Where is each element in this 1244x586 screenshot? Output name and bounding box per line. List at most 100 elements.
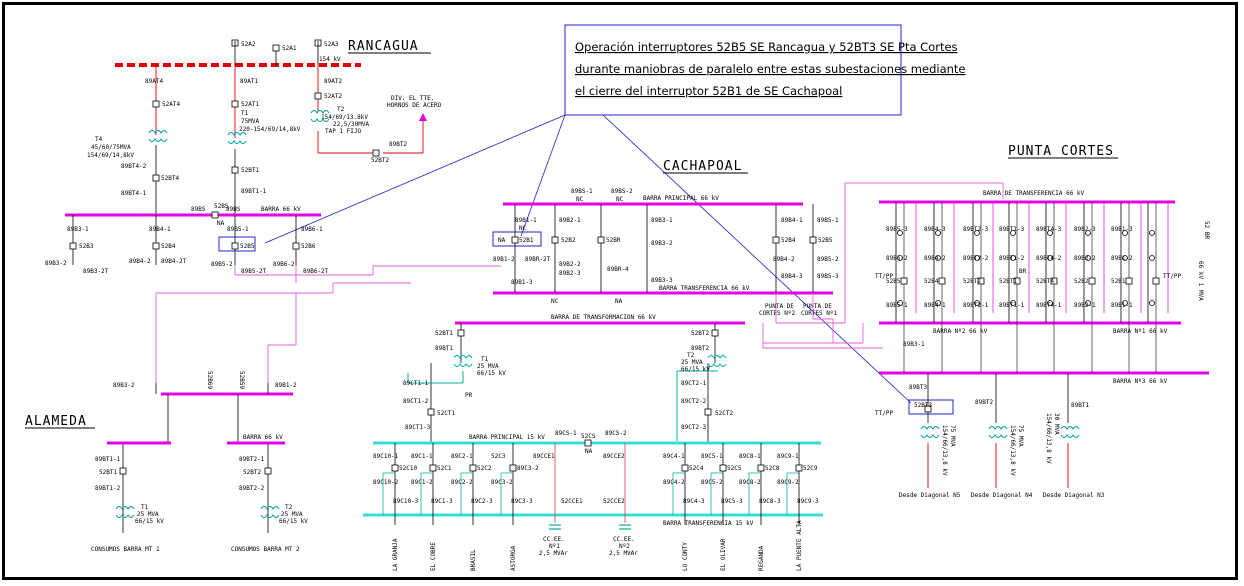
rancagua-89b3-1: 89B3-1 — [67, 226, 89, 233]
alameda-52b69: 52B69 — [206, 371, 213, 389]
ct-symbol — [935, 300, 941, 306]
breaker-box — [1125, 277, 1133, 285]
cachapoal-89ct1-1: 89CT1-1 — [403, 380, 429, 387]
bay-switch-label: 89B5-2 — [886, 255, 908, 262]
bay-switch-label: 89B5-3 — [886, 226, 908, 233]
alameda-t2-mva: 25 MVA — [281, 511, 303, 518]
rancagua-div-label-2: HORNOS DE ACERO — [387, 102, 442, 109]
cachapoal-t2-mva: 25 MVA — [681, 359, 703, 366]
cachapoal-t2-kv: 66/15 kV — [681, 366, 710, 373]
feeder-switch-label: 89C2-2 — [451, 479, 473, 486]
ct-symbol — [1085, 255, 1091, 261]
cachapoal-substation: BARRA PRINCIPAL 66 kV BARRA TRANSFERENCI… — [363, 182, 1004, 571]
station-title-punta-cortes: PUNTA CORTES — [1008, 144, 1114, 159]
rancagua-52b4: 52B4 — [161, 243, 176, 250]
highlight-52bt3-punta — [908, 399, 954, 415]
cachapoal-89b3-1: 89B3-1 — [651, 217, 673, 224]
cachapoal-t1-kv: 66/15 kV — [477, 370, 506, 377]
rancagua-89b4-2t: 89B4-2T — [161, 258, 187, 265]
breaker-box — [1050, 277, 1058, 285]
breaker-box — [795, 464, 803, 472]
cachapoal-na: NA — [498, 237, 506, 244]
bay-switch-label: 89BT4-2 — [1036, 255, 1062, 262]
alameda-substation: 89B3-2 52B69 52B59 89B1-2 BARRA 66 kV 89… — [91, 371, 308, 553]
cachapoal-pc1-1: PUNTA DE — [803, 303, 832, 310]
cachapoal-89b2-2: 89B2-2 — [559, 261, 581, 268]
cachapoal-89b3-3: 89B3-3 — [651, 277, 673, 284]
punta-side-52br: 52 BR — [1203, 221, 1210, 239]
punta-br-label: BR — [1019, 268, 1027, 275]
cachapoal-52b5: 52B5 — [818, 237, 833, 244]
breaker-box — [509, 464, 517, 472]
cachapoal-nc-2: NC — [616, 196, 624, 203]
rancagua-52bt1: 52BT1 — [241, 167, 259, 174]
ct-symbol — [1010, 300, 1016, 306]
ct-symbol — [1122, 230, 1128, 236]
highlight-52b1-cachapoal — [492, 231, 542, 247]
rancagua-52bt2: 52BT2 — [371, 157, 389, 164]
feeder-breaker-label: 89C3-2 — [517, 465, 539, 472]
rancagua-52bt4: 52BT4 — [161, 175, 179, 182]
breaker-box — [469, 464, 477, 472]
rancagua-89at2: 89AT2 — [324, 78, 342, 85]
cachapoal-t1-mva: 25 MVA — [477, 363, 499, 370]
ct-symbol — [1122, 255, 1128, 261]
alameda-t2-kv: 66/15 kV — [279, 518, 308, 525]
alameda-52bt2: 52BT2 — [243, 469, 261, 476]
punta-xfmr2-mva: 75 MVA — [1017, 425, 1024, 447]
punta-xfmr3-kv: 154/66/13,8 kV — [941, 425, 948, 476]
bay-breaker-label: 52B1 — [1111, 278, 1126, 285]
rancagua-t4-kv: 154/69/14,8kV — [87, 152, 134, 159]
bay-switch-label: 89B2-2 — [1074, 255, 1096, 262]
rancagua-89b6-2t: 89B6-2T — [303, 268, 329, 275]
switch-52a1: 52A1 — [282, 45, 297, 52]
cachapoal-barra-transferencia-15-label: BARRA TRANSFERENCIA 15 kV — [663, 520, 754, 527]
bay-breaker-label: 52BT1 — [999, 278, 1017, 285]
feeder-switch-label: 89CCE1 — [533, 453, 555, 460]
punta-labels: 89B5-389B5-252B589B5-189B4-389B4-252B489… — [886, 226, 1133, 309]
cachapoal-89b4-3: 89B4-3 — [781, 273, 803, 280]
note-pointer-lines — [264, 114, 912, 404]
feeder-switch-label: 89C5-2 — [701, 479, 723, 486]
feeder-switch-label: 89C4-2 — [663, 479, 685, 486]
ct-symbol — [1010, 230, 1016, 236]
rancagua-89bt4-1: 89BT4-1 — [121, 190, 147, 197]
cachapoal-89b4-2: 89B4-2 — [773, 256, 795, 263]
cachapoal-52b1: 52B1 — [519, 237, 534, 244]
feeder-switch-label: 89C2-3 — [471, 498, 493, 505]
alameda-t1-mva: 25 MVA — [137, 511, 159, 518]
cachapoal-89ct2-2: 89CT2-2 — [681, 398, 707, 405]
feeder-switch-label: 89C1-3 — [431, 498, 453, 505]
bay-switch-label: 89BT2-1 — [963, 302, 989, 309]
punta-xfmr3-mva: 75 MVA — [949, 425, 956, 447]
cachapoal-pr: PR — [465, 392, 473, 399]
ct-symbol — [1122, 300, 1128, 306]
rancagua-89b4-2: 89B4-2 — [129, 258, 151, 265]
cachapoal-89ct1-3: 89CT1-3 — [405, 424, 431, 431]
cce2-name: CC.EE. — [613, 536, 635, 543]
breaker-box — [938, 277, 946, 285]
ct-symbol — [897, 300, 903, 306]
feeder-breaker-label: 52C10 — [399, 465, 417, 472]
ct-symbol — [1149, 255, 1155, 261]
feeder-switch-label: 89C8-2 — [739, 479, 761, 486]
rancagua-52b5: 52B5 — [240, 243, 255, 250]
ct-symbol — [935, 230, 941, 236]
ct-symbol — [974, 300, 980, 306]
cachapoal-89ct1-2: 89CT1-2 — [403, 398, 429, 405]
cce1-name: CC.EE. — [543, 536, 565, 543]
rancagua-t2-kv: 154/69/13.8kV — [321, 114, 368, 121]
alameda-89bt2-2: 89BT2-2 — [239, 485, 265, 492]
alameda-89bt1-1: 89BT1-1 — [95, 456, 121, 463]
cce2-mvar: 2,5 MVAr — [609, 550, 638, 557]
bay-switch-label: 89BT4-1 — [1036, 302, 1062, 309]
cachapoal-52br: 52BR — [606, 237, 621, 244]
punta-52bt3: 52BT3 — [914, 402, 932, 409]
rancagua-t2-name: T2 — [337, 106, 345, 113]
rancagua-89bt1-1: 89BT1-1 — [241, 188, 267, 195]
punta-ttpp-right: TT/PP — [1163, 273, 1181, 280]
rancagua-t1-name: T1 — [241, 110, 249, 117]
cachapoal-89b2-3: 89B2-3 — [559, 270, 581, 277]
feeder-name: EL OLIVAR — [720, 538, 727, 571]
ct-symbol — [1047, 255, 1053, 261]
